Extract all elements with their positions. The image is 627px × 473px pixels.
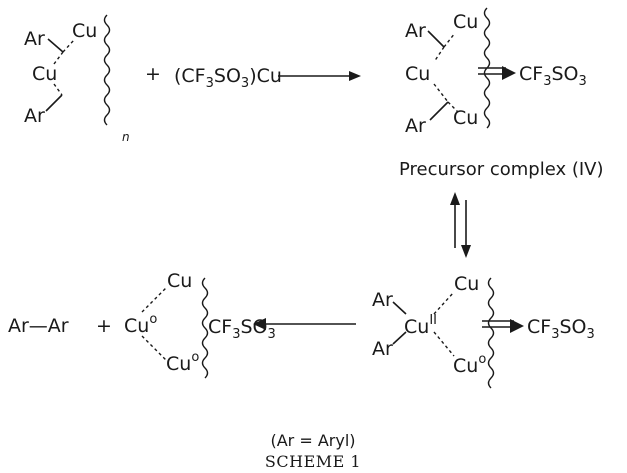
reactant-cu-top-bond: [62, 39, 75, 53]
precursor-cu-center: Cu: [405, 63, 430, 85]
intermediate-ar-bottom: Ar: [372, 338, 393, 360]
equilibrium-arrows: [450, 192, 471, 258]
precursor-ar-top-bond: [427, 30, 445, 48]
intermediate-ar-bottom-bond: [392, 331, 407, 345]
reactant-aryl-copper-cluster: Ar Cu Cu Ar n: [24, 14, 130, 144]
product-cu-bottom-bond: [141, 335, 167, 361]
intermediate-cu-center: CuII: [404, 313, 437, 338]
reactant-cu-center: Cu: [32, 63, 57, 85]
product-polymer-wavy-line: [201, 277, 209, 379]
intermediate-polymer-wavy-line: [487, 277, 495, 389]
precursor-counterion: CF3SO3: [519, 63, 587, 89]
precursor-ar-top: Ar: [405, 20, 426, 42]
reagent-formula: (CF3SO3)Cu: [174, 65, 282, 91]
copper-ii-intermediate: Ar Ar CuII Cu Cuo CF3SO3: [372, 273, 595, 389]
intermediate-cu-top: Cu: [454, 273, 479, 295]
reaction-arrow-2: [253, 318, 356, 330]
reactant-ar-bottom: Ar: [24, 105, 45, 127]
precursor-ar-bottom: Ar: [405, 115, 426, 137]
reactant-ar-bottom-bond: [45, 94, 63, 112]
intermediate-ar-top: Ar: [372, 289, 393, 311]
reactant-polymer-wavy-line: [103, 14, 111, 126]
precursor-ion-pair-arrows: [478, 66, 516, 80]
product-counterion: CF3SO3: [208, 316, 276, 342]
plus-sign-1: +: [145, 63, 161, 85]
intermediate-counterion: CF3SO3: [527, 316, 595, 342]
reactant-ar-top: Ar: [24, 28, 45, 50]
products: Ar—Ar + Cuo Cu Cuo CF3SO3: [8, 270, 276, 379]
reactant-n-subscript: n: [122, 130, 130, 144]
precursor-center-bond-top: [433, 46, 445, 63]
intermediate-cu-bottom-bond: [433, 331, 455, 357]
intermediate-ar-top-bond: [392, 301, 407, 315]
plus-sign-2: +: [96, 315, 112, 337]
biaryl-product: Ar—Ar: [8, 315, 69, 337]
reactant-cu-center-bond-bottom: [53, 83, 63, 96]
precursor-cu-top: Cu: [453, 11, 478, 33]
product-cu-top: Cu: [167, 270, 192, 292]
aryl-definition-note: (Ar = Aryl): [270, 431, 355, 450]
scheme-caption: SCHEME 1: [265, 452, 361, 471]
precursor-cu-bottom: Cu: [453, 107, 478, 129]
precursor-cu-top-bond: [443, 32, 456, 48]
intermediate-cu-top-bond: [433, 291, 455, 315]
precursor-complex-label: Precursor complex (IV): [399, 159, 604, 180]
reaction-arrow-1: [278, 71, 361, 81]
product-cu-bottom: Cuo: [166, 350, 199, 375]
product-cu-top-bond: [141, 287, 167, 313]
reactant-ar-top-bond: [47, 38, 64, 53]
precursor-complex: Ar Cu Cu Ar Cu CF3SO3 Precursor complex …: [399, 7, 604, 180]
intermediate-ion-pair-arrows: [482, 319, 524, 333]
precursor-center-bond-bottom: [433, 83, 449, 103]
product-cu-zero-center: Cuo: [124, 312, 157, 337]
reactant-cu-top: Cu: [72, 20, 97, 42]
reagent-copper-triflate: (CF3SO3)Cu: [174, 65, 282, 91]
precursor-cu-bottom-bond: [447, 101, 459, 113]
reactant-cu-center-bond-top: [53, 51, 64, 65]
precursor-ar-bottom-bond: [429, 101, 449, 121]
intermediate-cu-bottom: Cuo: [453, 352, 486, 377]
